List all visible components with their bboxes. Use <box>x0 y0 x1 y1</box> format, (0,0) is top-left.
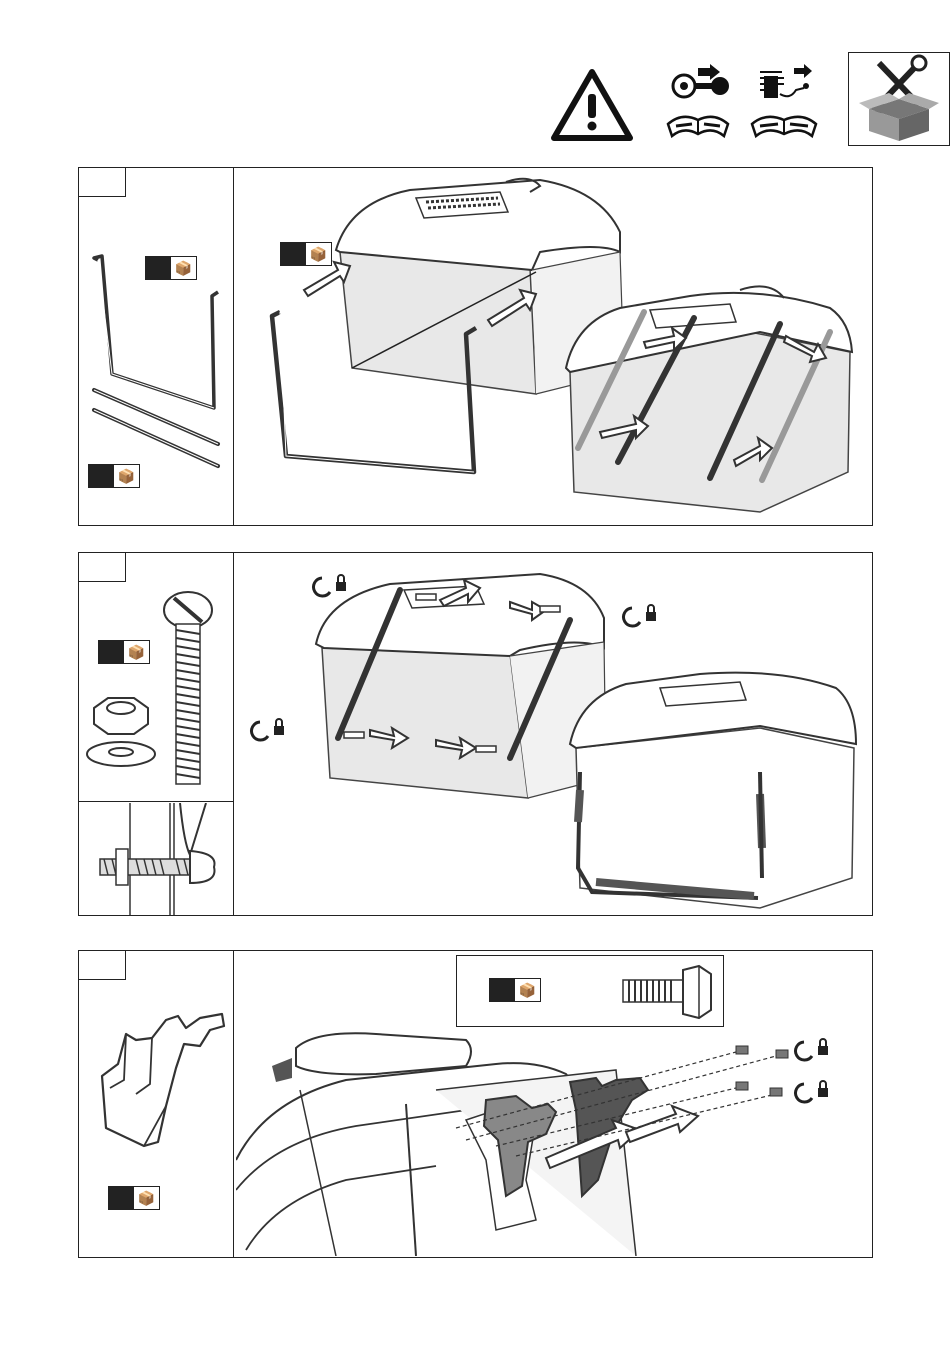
step-3-divider <box>233 950 234 1258</box>
step-1-number-box <box>78 167 126 197</box>
tools-box-icon <box>848 52 950 146</box>
step-1-parts-bag-badge-top: 📦 <box>145 256 197 280</box>
battery-manual-icon <box>746 64 822 140</box>
parts-bag-icon: 📦 <box>519 982 536 999</box>
step-3-number-box <box>78 950 126 980</box>
step-1-parts-bag-badge-bottom: 📦 <box>88 464 140 488</box>
step-1-divider <box>233 167 234 526</box>
step-3-parts-bag-badge: 📦 <box>108 1186 160 1210</box>
step-2-bolt-detail <box>80 803 232 915</box>
step-3-hardware-box: 📦 <box>456 955 724 1027</box>
parts-bag-icon: 📦 <box>310 246 327 263</box>
step-3-bracket-part <box>96 1010 228 1150</box>
parts-bag-icon: 📦 <box>138 1190 155 1207</box>
tighten-lock-icon <box>314 578 330 596</box>
bolt-icon <box>615 962 715 1022</box>
step-2-hardware <box>84 590 229 790</box>
step-1-illustration-parts-badge: 📦 <box>280 242 332 266</box>
step-1-illustration <box>240 172 868 522</box>
step-2-illustration <box>240 558 868 910</box>
step-2-number-box <box>78 552 126 582</box>
step-3-illustration <box>236 1030 870 1256</box>
parts-bag-icon: 📦 <box>118 468 135 485</box>
step-3-hardware-badge: 📦 <box>489 978 541 1002</box>
warning-icon <box>550 68 634 142</box>
key-manual-icon <box>662 64 734 140</box>
step-2-detail-divider <box>78 801 234 802</box>
step-2-divider <box>233 552 234 916</box>
parts-bag-icon: 📦 <box>175 260 192 277</box>
